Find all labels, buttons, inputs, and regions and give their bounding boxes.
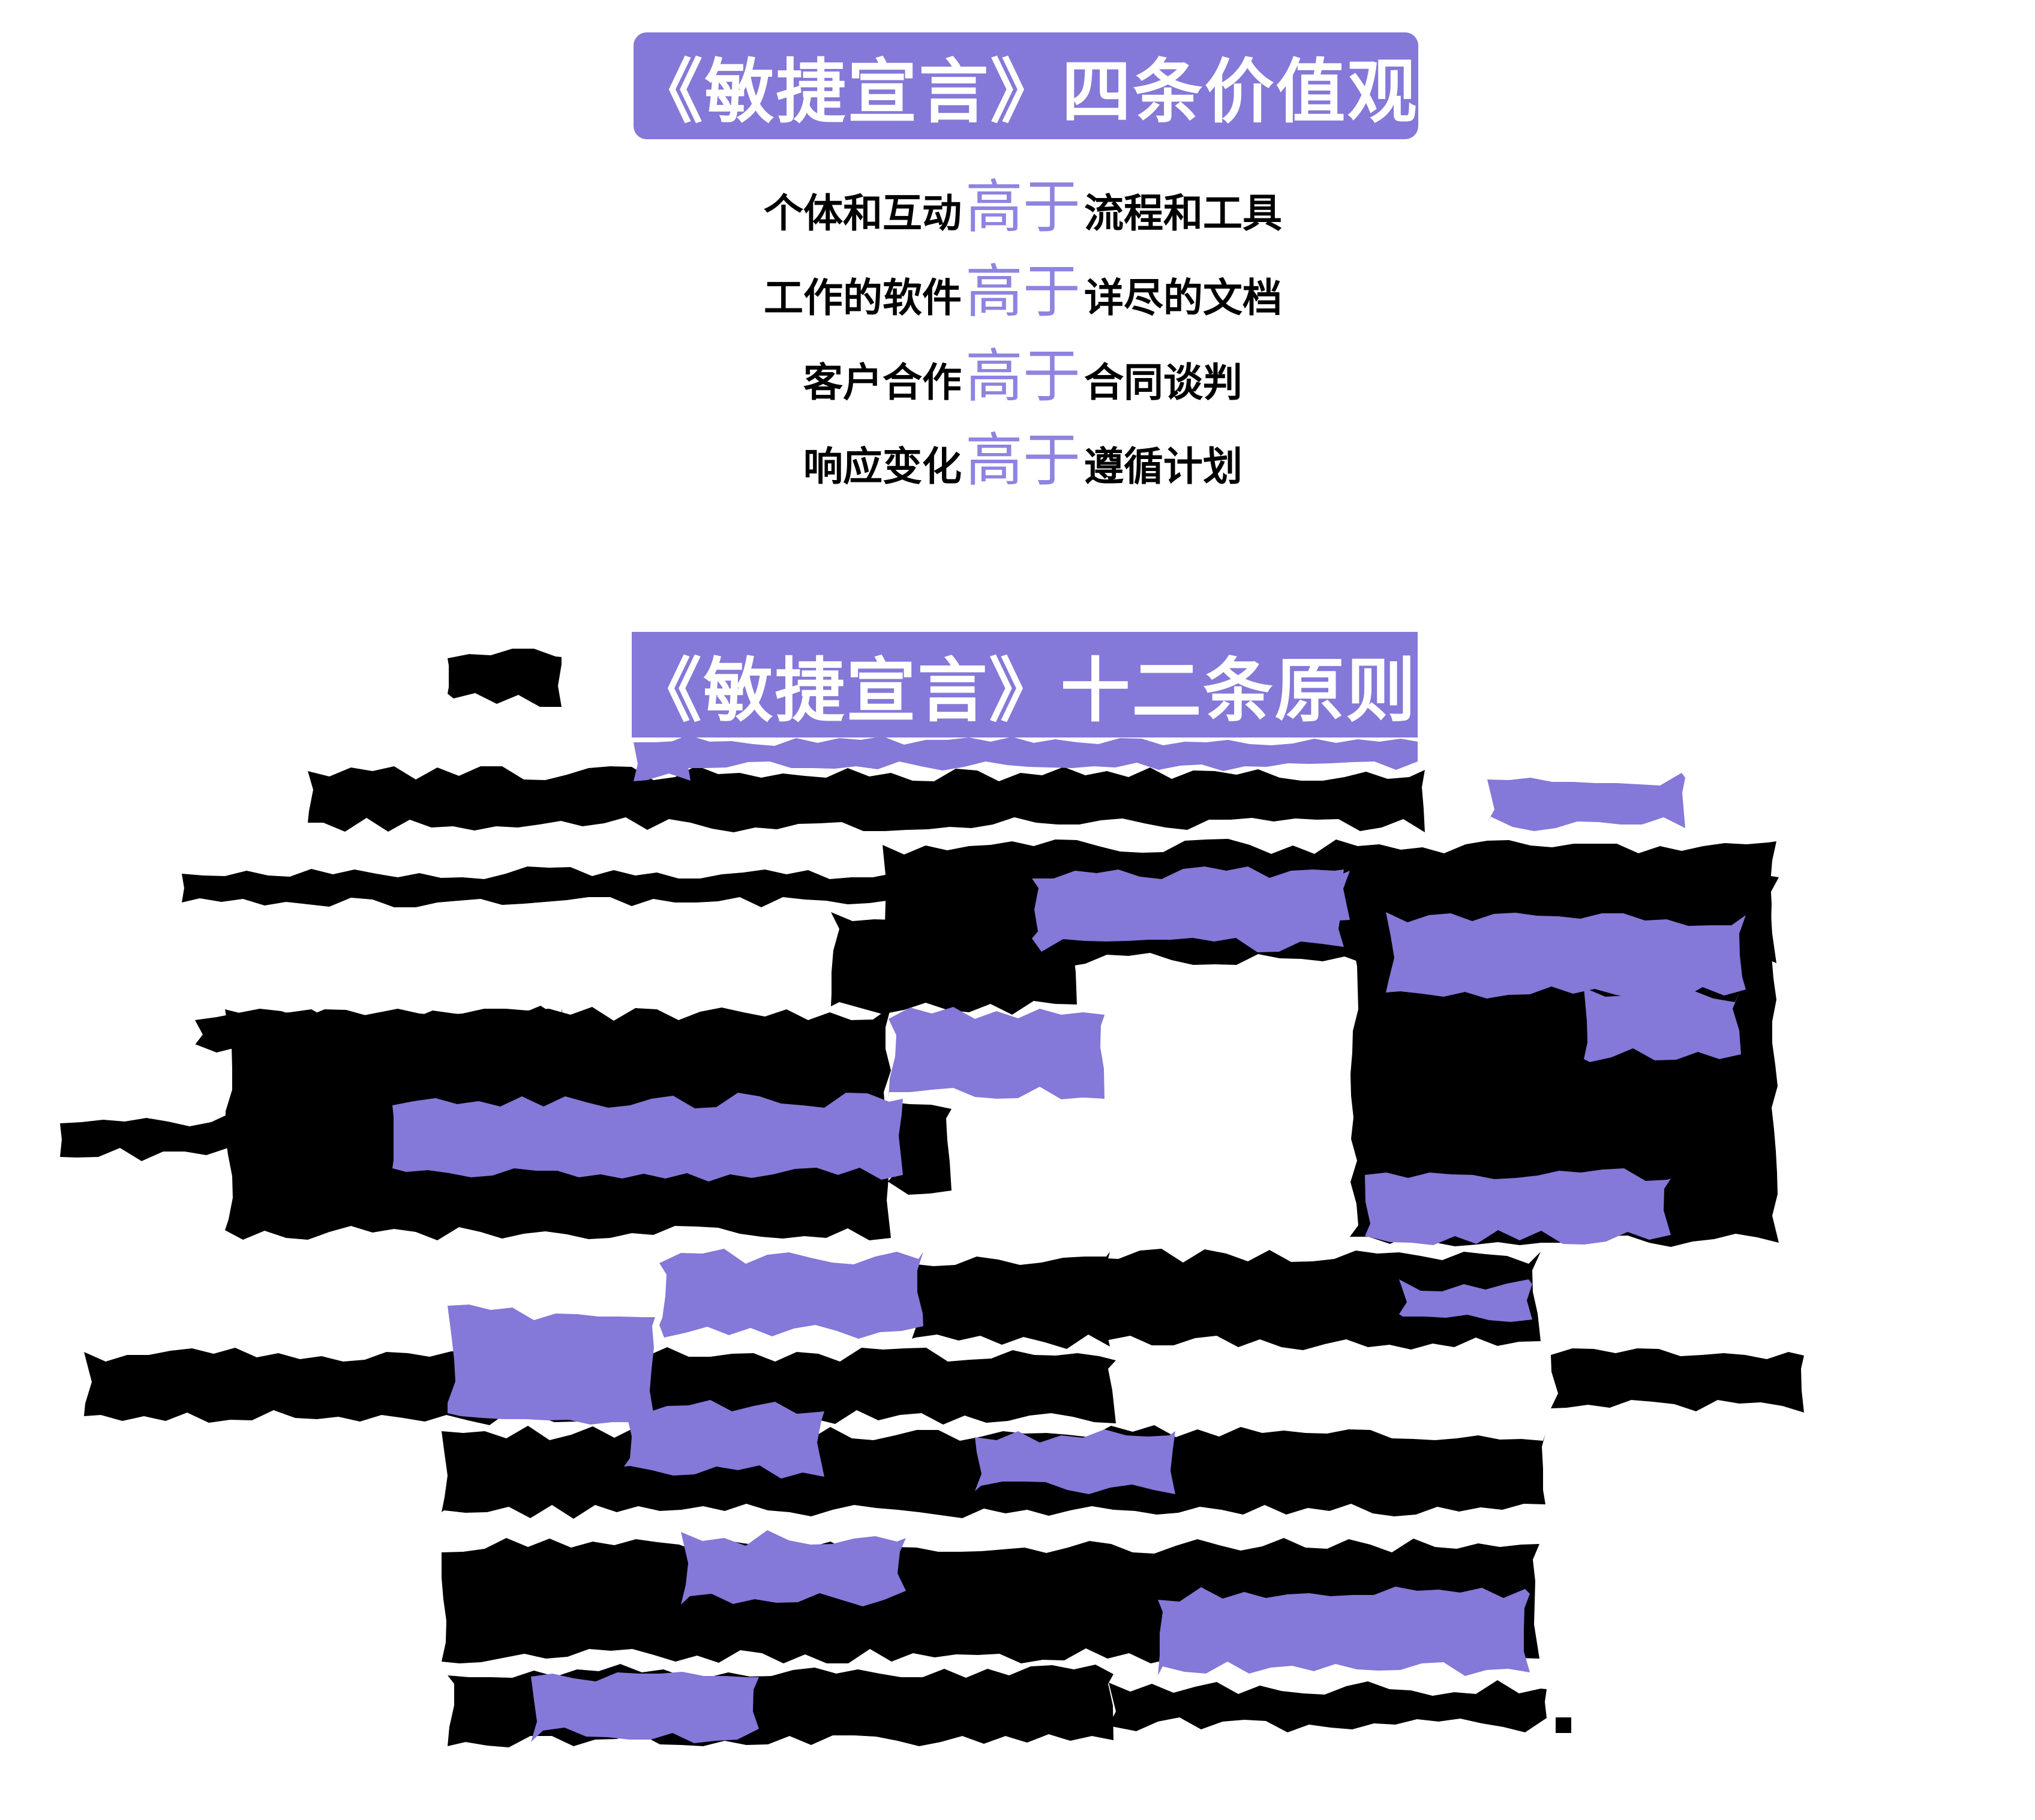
- principles-section-banner: 《敏捷宣言》十二条原则: [632, 632, 1418, 737]
- value-4-emphasis: 高于: [965, 428, 1080, 493]
- corrupted-highlight-blob: [659, 1249, 923, 1339]
- value-3-emphasis: 高于: [965, 344, 1080, 409]
- corrupted-text-blob: [308, 766, 1425, 832]
- corrupted-text-blob: [1109, 1680, 1547, 1732]
- value-item-4: 响应变化高于遵循计划: [630, 422, 1416, 500]
- value-1-left: 个体和互动: [764, 191, 962, 235]
- corrupted-highlight-blob: [1487, 773, 1685, 831]
- value-item-1: 个体和互动高于流程和工具: [630, 169, 1416, 247]
- values-section-title: 《敏捷宣言》四条价值观: [633, 53, 1419, 131]
- corrupted-highlight-blob: [634, 741, 691, 781]
- value-2-emphasis: 高于: [965, 260, 1080, 324]
- corrupted-highlight-blob: [448, 1305, 655, 1425]
- principles-section-title: 《敏捷宣言》十二条原则: [632, 652, 1418, 730]
- values-section-banner: 《敏捷宣言》四条价值观: [634, 32, 1418, 139]
- corrupted-highlight-blob: [1386, 912, 1746, 999]
- value-1-right: 流程和工具: [1084, 191, 1282, 235]
- corrupted-text-blob: [60, 1114, 228, 1161]
- value-3-right: 合同谈判: [1084, 360, 1242, 404]
- value-1-emphasis: 高于: [965, 175, 1080, 239]
- corrupted-highlight-blob: [1032, 866, 1344, 952]
- value-2-right: 详尽的文档: [1084, 275, 1282, 320]
- value-item-3: 客户合作高于合同谈判: [630, 338, 1416, 416]
- corrupted-highlight-blob: [392, 1093, 903, 1182]
- corrupted-text-blob: [912, 1252, 1110, 1349]
- value-4-left: 响应变化: [803, 444, 962, 488]
- value-item-2: 工作的软件高于详尽的文档: [630, 253, 1416, 331]
- corrupted-text-blob: [1556, 1717, 1571, 1733]
- corrupted-text-blob: [1551, 1348, 1804, 1413]
- value-4-right: 遵循计划: [1084, 444, 1242, 488]
- corrupted-highlight-blob: [681, 1530, 906, 1606]
- corrupted-highlight-blob: [1365, 1168, 1671, 1245]
- corrupted-highlight-blob: [1158, 1587, 1530, 1676]
- corrupted-text-blob: [182, 866, 891, 907]
- corrupted-text-blob: [831, 910, 1077, 1015]
- corrupted-text-blob: [448, 649, 562, 707]
- corrupted-highlight-blob: [1584, 988, 1741, 1062]
- corrupted-highlight-blob: [889, 1007, 1104, 1099]
- corrupted-highlight-blob: [624, 1400, 824, 1479]
- value-2-left: 工作的软件: [764, 275, 962, 320]
- value-3-left: 客户合作: [803, 360, 962, 404]
- corrupted-highlight-blob: [645, 735, 1418, 771]
